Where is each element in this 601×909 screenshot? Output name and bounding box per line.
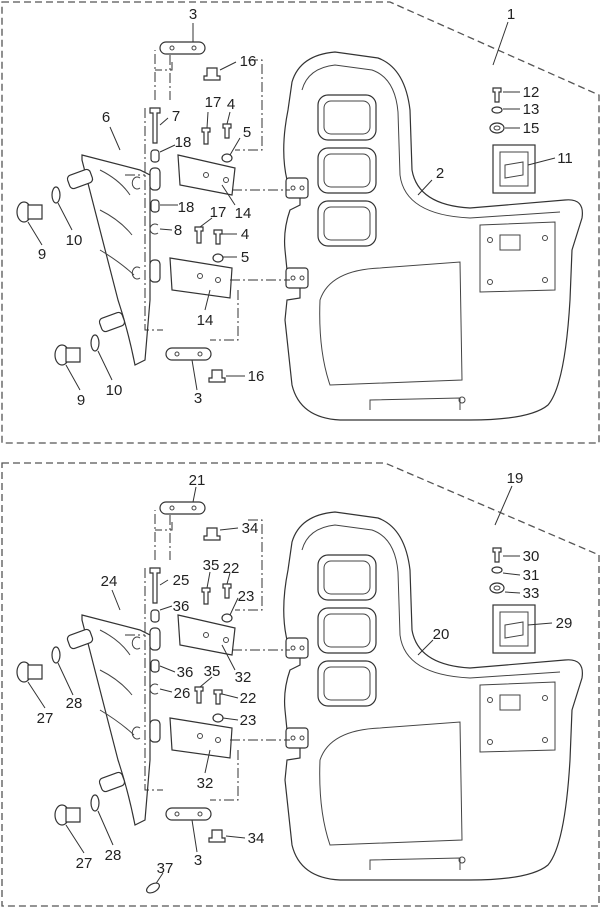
callout-28: 28 [105,847,122,864]
assembly-boundary [1,1,600,444]
callout-30: 30 [523,548,540,565]
callout-10: 10 [66,232,83,249]
callout-35: 35 [203,557,220,574]
callout-10: 10 [106,382,123,399]
callout-31: 31 [523,567,540,584]
door-assembly-illustration [16,501,583,881]
callout-23: 23 [238,588,255,605]
callout-14: 14 [235,205,252,222]
callout-32: 32 [197,775,214,792]
callout-3: 3 [194,390,202,407]
callout-14: 14 [197,312,214,329]
callout-15: 15 [523,120,540,137]
callout-22: 22 [223,560,240,577]
callout-22: 22 [240,690,257,707]
callout-18: 18 [175,134,192,151]
callout-4: 4 [227,96,235,113]
callout-18: 18 [178,199,195,216]
callout-6: 6 [102,109,110,126]
callout-27: 27 [76,855,93,872]
callout-35: 35 [204,663,221,680]
callout-5: 5 [241,249,249,266]
callout-21: 21 [189,472,206,489]
callout-19: 19 [507,470,524,487]
door-assembly-illustration [16,41,583,421]
callout-2: 2 [436,165,444,182]
callout-17: 17 [210,204,227,221]
callout-16: 16 [240,53,257,70]
callout-9: 9 [38,246,46,263]
callout-4: 4 [241,226,249,243]
callout-26: 26 [174,685,191,702]
callout-24: 24 [101,573,118,590]
callout-25: 25 [173,572,190,589]
callout-29: 29 [556,615,573,632]
callout-33: 33 [523,585,540,602]
callout-3: 3 [189,6,197,23]
callout-36: 36 [177,664,194,681]
callout-16: 16 [248,368,265,385]
callout-8: 8 [174,222,182,239]
upper-panel: 3 16 1 7 17 4 12 13 15 6 18 5 11 2 14 18… [1,1,600,444]
callout-17: 17 [205,94,222,111]
callout-28: 28 [66,695,83,712]
callout-1: 1 [507,6,515,23]
callout-9: 9 [77,392,85,409]
callout-20: 20 [433,626,450,643]
callout-36: 36 [173,598,190,615]
callout-34: 34 [248,830,265,847]
callout-13: 13 [523,101,540,118]
callout-37: 37 [157,860,174,877]
callout-27: 27 [37,710,54,727]
callout-12: 12 [523,84,540,101]
assembly-boundary [1,462,600,907]
callout-7: 7 [172,108,180,125]
leader-lines [27,485,553,894]
lower-panel: 21 19 34 30 31 33 25 35 22 24 36 23 29 2… [1,462,600,907]
callout-34: 34 [242,520,259,537]
callout-5: 5 [243,124,251,141]
callout-11: 11 [557,150,573,167]
callout-23: 23 [240,712,257,729]
callout-32: 32 [235,669,252,686]
leader-lines [27,21,556,391]
callout-3: 3 [194,852,202,869]
